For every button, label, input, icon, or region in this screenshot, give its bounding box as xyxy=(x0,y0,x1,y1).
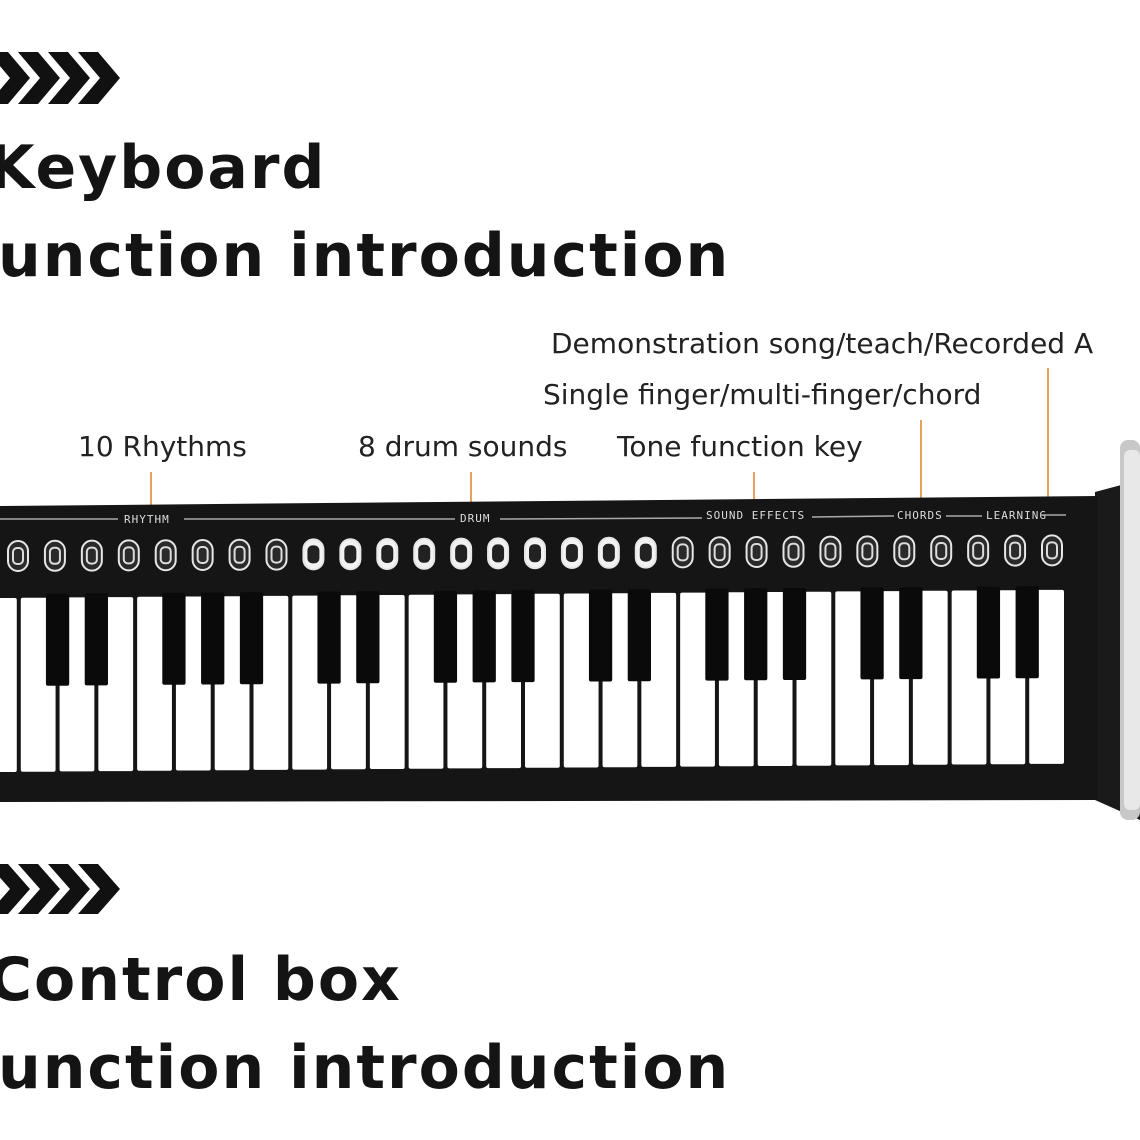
function-button[interactable] xyxy=(708,536,731,569)
callout-finger-chord: Single finger/multi-finger/chord xyxy=(543,378,982,411)
function-button[interactable] xyxy=(228,538,251,571)
black-key[interactable] xyxy=(627,589,651,682)
function-button[interactable] xyxy=(1041,534,1063,567)
black-key[interactable] xyxy=(899,587,923,680)
control-heading-line2: unction introduction xyxy=(0,1033,731,1103)
function-button[interactable] xyxy=(671,536,694,569)
black-key[interactable] xyxy=(201,592,225,685)
function-button[interactable] xyxy=(376,538,399,570)
black-key[interactable] xyxy=(976,586,1001,679)
function-button[interactable] xyxy=(745,536,768,568)
keyboard-chevrons xyxy=(0,52,125,104)
black-key[interactable] xyxy=(744,588,768,681)
function-button[interactable] xyxy=(930,535,953,567)
function-button[interactable] xyxy=(634,536,657,569)
leader-drum xyxy=(470,472,472,504)
function-button[interactable] xyxy=(117,539,140,572)
function-button[interactable] xyxy=(154,539,177,572)
callout-demo-song: Demonstration song/teach/Recorded A xyxy=(551,327,1094,360)
leader-chord xyxy=(920,420,922,500)
leader-rhythms xyxy=(150,472,152,508)
function-buttons xyxy=(7,534,1063,572)
function-button[interactable] xyxy=(450,537,473,570)
black-key[interactable] xyxy=(588,589,613,682)
black-key[interactable] xyxy=(782,588,807,680)
black-key[interactable] xyxy=(356,591,380,684)
black-key[interactable] xyxy=(433,590,458,683)
function-button[interactable] xyxy=(1004,534,1027,567)
black-key[interactable] xyxy=(860,587,884,680)
panel-section-labels: RHYTHM DRUM SOUND EFFECTS CHORDS LEARNIN… xyxy=(0,509,1066,526)
function-button[interactable] xyxy=(80,539,103,572)
black-key[interactable] xyxy=(45,593,70,686)
leader-demo xyxy=(1047,368,1049,498)
keyboard-heading-line1: Keyboard xyxy=(0,133,327,203)
function-button[interactable] xyxy=(7,540,29,572)
label-drum: DRUM xyxy=(460,512,491,525)
callout-drum-sounds: 8 drum sounds xyxy=(358,430,568,463)
function-button[interactable] xyxy=(856,535,879,568)
function-button[interactable] xyxy=(43,539,66,572)
black-key[interactable] xyxy=(84,593,108,686)
function-button[interactable] xyxy=(560,537,583,569)
function-button[interactable] xyxy=(524,537,546,570)
black-key[interactable] xyxy=(317,591,341,684)
roll-up-piano: RHYTHM DRUM SOUND EFFECTS CHORDS LEARNIN… xyxy=(0,440,1140,820)
function-button[interactable] xyxy=(265,538,288,571)
chevron-right-icon xyxy=(0,864,120,914)
label-learning: LEARNING xyxy=(986,509,1047,522)
callout-tone-key: Tone function key xyxy=(617,430,863,463)
black-key[interactable] xyxy=(239,592,264,685)
black-key[interactable] xyxy=(1015,586,1039,679)
function-button[interactable] xyxy=(413,537,436,570)
black-keys xyxy=(45,586,1039,686)
control-heading-line1: Control box xyxy=(0,945,402,1015)
function-button[interactable] xyxy=(967,534,990,567)
white-keys xyxy=(0,589,1064,772)
control-chevrons xyxy=(0,864,125,914)
black-key[interactable] xyxy=(705,588,729,681)
function-button[interactable] xyxy=(597,536,620,569)
label-chords: CHORDS xyxy=(897,509,943,522)
function-button[interactable] xyxy=(302,538,325,571)
label-sound-effects: SOUND EFFECTS xyxy=(706,509,805,522)
function-button[interactable] xyxy=(487,537,510,570)
black-key[interactable] xyxy=(162,592,186,685)
function-button[interactable] xyxy=(339,538,362,571)
keyboard-heading-line2: unction introduction xyxy=(0,221,731,291)
leader-tone xyxy=(753,472,755,502)
callout-rhythms: 10 Rhythms xyxy=(78,430,247,463)
white-key[interactable] xyxy=(0,598,17,772)
function-button[interactable] xyxy=(191,539,214,571)
black-key[interactable] xyxy=(472,590,496,683)
black-key[interactable] xyxy=(511,590,535,683)
function-button[interactable] xyxy=(782,535,805,568)
label-rhythm: RHYTHM xyxy=(124,513,170,526)
function-button[interactable] xyxy=(893,535,916,568)
chevron-right-icon xyxy=(0,52,120,104)
function-button[interactable] xyxy=(819,535,842,568)
